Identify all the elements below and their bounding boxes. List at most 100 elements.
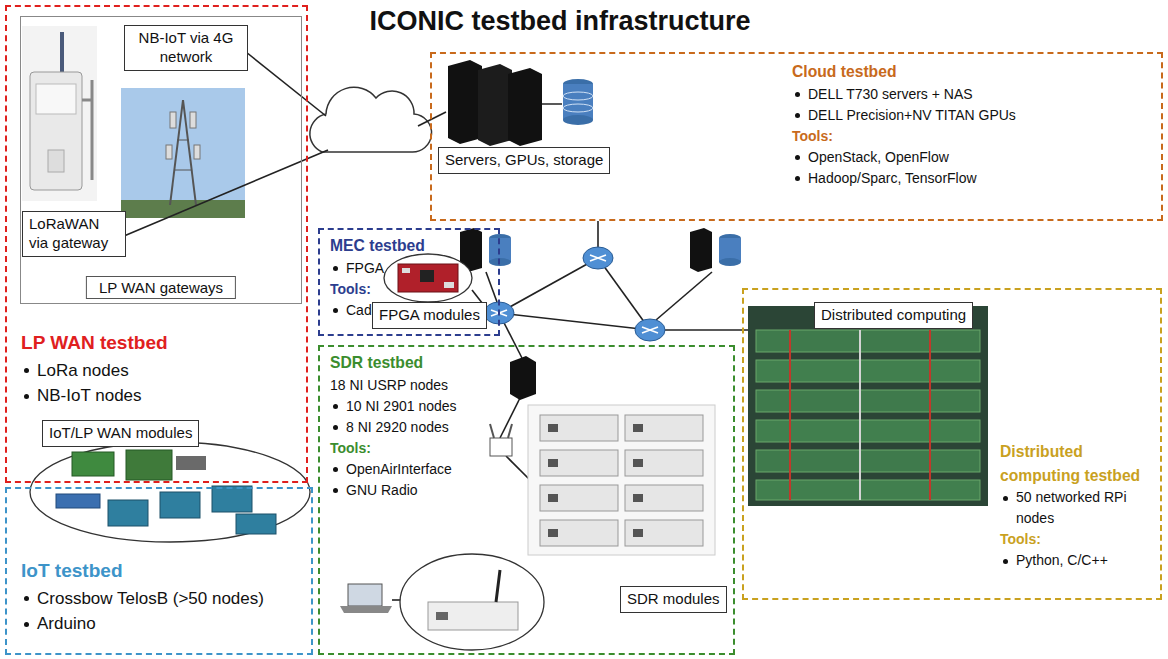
iot-testbed-region: IoT testbedCrossbow TelosB (>50 nodes)Ar…	[5, 487, 313, 655]
bullet-item: OpenStack, OpenFlow	[792, 147, 1157, 168]
gateway-device	[22, 26, 97, 201]
server-rack	[508, 68, 542, 146]
rpi-cluster-photo	[748, 306, 988, 506]
text-column: Cloud testbedDELL T730 servers + NASDELL…	[792, 60, 1157, 189]
usrp-rack	[625, 450, 703, 476]
usrp-rack	[540, 485, 618, 511]
router-icon	[583, 247, 613, 269]
server-rack	[542, 103, 562, 105]
label-box: Distributed computing	[814, 302, 973, 329]
gateway-frame: LP WAN gateways NB-IoT via 4G networkLoRa…	[20, 16, 302, 304]
usrp-rack	[548, 424, 558, 432]
usrp-rack	[548, 529, 558, 537]
bullet-item: GNU Radio	[330, 480, 500, 501]
rpi-cluster-photo	[789, 330, 791, 500]
network-cloud	[310, 87, 432, 152]
bullet-item: 8 NI 2920 nodes	[330, 417, 500, 438]
network-link	[499, 258, 598, 313]
network-cloud	[310, 87, 432, 152]
label-box: Servers, GPUs, storage	[438, 147, 610, 174]
network-link	[246, 52, 326, 116]
usrp-rack	[540, 415, 618, 441]
iot-modules	[212, 486, 252, 512]
iot-modules	[126, 450, 172, 480]
usrp-device	[400, 554, 544, 650]
usrp-device	[400, 554, 544, 650]
usrp-rack	[625, 485, 703, 511]
text-column: SDR testbed18 NI USRP nodes10 NI 2901 no…	[330, 351, 500, 501]
gateway-device	[22, 26, 97, 201]
cell-tower	[121, 200, 245, 218]
router-icon	[635, 319, 665, 341]
usrp-rack	[540, 520, 618, 546]
usrp-device	[428, 602, 518, 630]
tools-heading: Tools:	[330, 279, 495, 300]
iot-modules	[176, 456, 206, 470]
cell-tower	[190, 112, 196, 128]
label-box: IoT/LP WAN modules	[42, 420, 199, 447]
mec-testbed-region: MEC testbedFPGATools:CadenceFPGA modules	[318, 228, 500, 336]
usrp-rack	[633, 494, 643, 502]
fpga-board	[444, 282, 454, 288]
gateway-device	[60, 32, 64, 74]
bullet-item: Python, C/C++	[1000, 550, 1158, 571]
bullet-item: DELL T730 servers + NAS	[792, 84, 1157, 105]
network-link	[486, 272, 497, 302]
bullet-item: OpenAirInterface	[330, 459, 500, 480]
edge-server	[719, 258, 741, 266]
antenna-icon	[490, 424, 512, 456]
label-box: FPGA modules	[372, 302, 487, 329]
gateway-device	[48, 150, 64, 172]
box-label: IoT/LP WAN modules	[49, 424, 192, 443]
server-rack	[478, 64, 512, 146]
sdr-server	[510, 356, 536, 400]
cell-tower	[177, 140, 189, 141]
box-label: LP WAN gateways	[86, 276, 236, 299]
network-link	[499, 313, 650, 330]
router-icon	[590, 255, 606, 261]
bullet-item: 50 networked RPi nodes	[1000, 487, 1158, 529]
gateway-device	[36, 84, 76, 114]
bullet-item: FPGA	[330, 258, 495, 279]
server-rack	[448, 60, 482, 144]
router-icon	[642, 327, 658, 333]
label-box: NB-IoT via 4G network	[124, 25, 248, 71]
fpga-board	[384, 254, 472, 302]
bullet-item: DELL Precision+NV TITAN GPUs	[792, 105, 1157, 126]
iot-modules	[56, 494, 100, 508]
fpga-board	[420, 270, 434, 282]
distributed-testbed-region: Distributed computing testbed50 networke…	[742, 288, 1162, 600]
laptop-icon	[348, 584, 382, 606]
router-icon	[583, 247, 613, 269]
text-column: IoT testbedCrossbow TelosB (>50 nodes)Ar…	[21, 557, 309, 637]
server-rack	[563, 115, 593, 125]
box-label: FPGA modules	[379, 306, 480, 325]
tools-heading: Tools:	[1000, 529, 1158, 550]
server-rack	[563, 92, 593, 100]
tools-heading: Tools:	[330, 438, 500, 459]
box-label: LoRaWAN via gateway	[29, 215, 119, 253]
network-link	[124, 150, 328, 236]
box-label: Servers, GPUs, storage	[445, 151, 603, 170]
bullet-item: LoRa nodes	[21, 358, 303, 384]
bullet-item: NB-IoT nodes	[21, 383, 303, 409]
network-link	[598, 258, 650, 330]
bullet-item: Hadoop/Sparc, TensorFlow	[792, 168, 1157, 189]
bullet-item: Arduino	[21, 611, 309, 637]
cloud-testbed-region: Cloud testbedDELL T730 servers + NASDELL…	[430, 52, 1163, 221]
gateway-device	[91, 80, 94, 180]
box-label: NB-IoT via 4G network	[131, 29, 241, 67]
bullet-item: 10 NI 2901 nodes	[330, 396, 500, 417]
laptop-icon	[340, 606, 392, 613]
network-link	[500, 398, 520, 438]
iot-modules	[108, 500, 148, 526]
rpi-cluster-photo	[748, 306, 988, 506]
testbed-heading: LP WAN testbed	[21, 329, 303, 358]
cell-tower	[166, 145, 172, 159]
usrp-rack	[625, 415, 703, 441]
router-icon	[635, 319, 665, 341]
fpga-board	[402, 268, 410, 273]
antenna-icon	[508, 424, 512, 438]
usrp-rack	[633, 459, 643, 467]
usrp-rack	[633, 529, 643, 537]
